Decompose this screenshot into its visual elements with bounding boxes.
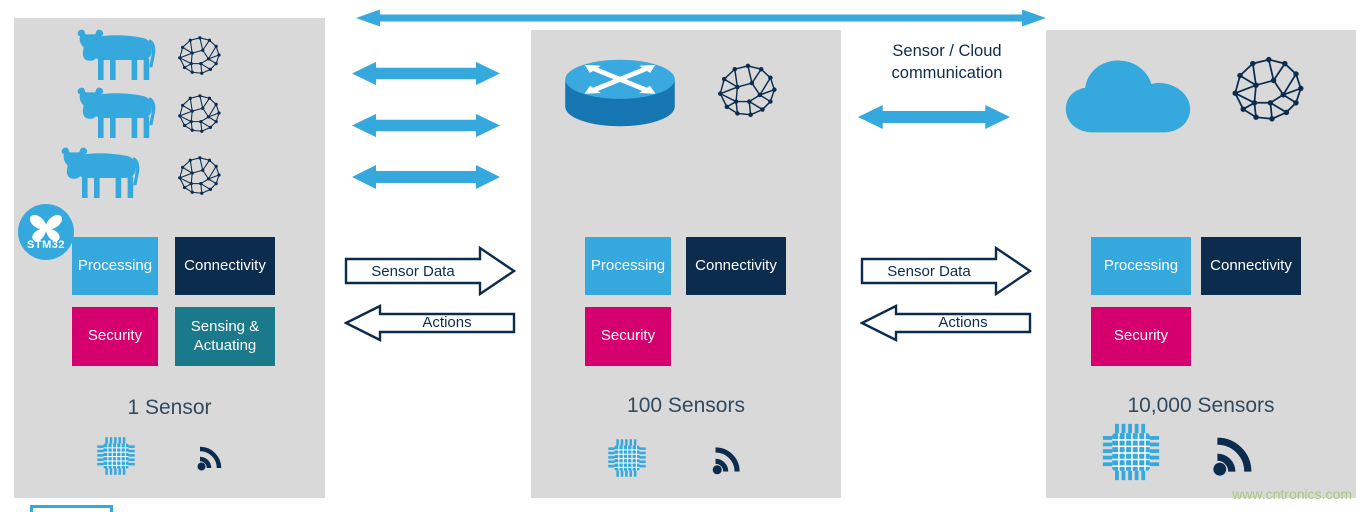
bidirectional-arrow-icon [352, 162, 500, 192]
cloud-panel: Processing Connectivity Security 10,000 … [1046, 30, 1356, 498]
bidirectional-arrow-icon [352, 111, 500, 140]
cow-icon [58, 146, 146, 202]
cow-icon [74, 28, 162, 84]
connectivity-box: Connectivity [686, 237, 786, 295]
stm32-butterfly-logo: STM32 [18, 204, 74, 260]
security-box: Security [1091, 307, 1191, 366]
processing-box: Processing [72, 237, 158, 295]
device-cloud-bidirectional-arrow-icon [356, 8, 1046, 28]
sensor-data-label: Sensor Data [887, 263, 971, 280]
bidirectional-arrow-icon [352, 59, 500, 88]
microchip-icon [96, 436, 136, 476]
connectivity-box: Connectivity [175, 237, 275, 295]
neural-network-brain-icon [711, 60, 777, 122]
gateway-router-icon [561, 50, 679, 138]
device-panel: STM32 Processing Connectivity Security S… [14, 18, 325, 498]
neural-network-brain-icon [172, 154, 222, 198]
processing-box: Processing [585, 237, 671, 295]
gateway-caption: 100 Sensors [627, 394, 745, 417]
wireless-signal-icon [1211, 430, 1259, 478]
bidirectional-arrow-icon [858, 102, 1010, 132]
security-box: Security [585, 307, 671, 366]
connectivity-box: Connectivity [1201, 237, 1301, 295]
wireless-signal-icon [711, 442, 745, 476]
security-box: Security [72, 307, 158, 366]
neural-network-brain-icon [1224, 52, 1304, 128]
cow-icon [74, 86, 162, 142]
device-caption: 1 Sensor [127, 396, 212, 419]
watermark-text: www.cntronics.com [1232, 486, 1352, 502]
sensing-actuating-box: Sensing & Actuating [175, 307, 275, 366]
microchip-icon [607, 438, 647, 478]
actions-label: Actions [422, 314, 472, 331]
neural-network-brain-icon [172, 34, 222, 78]
neural-network-brain-icon [172, 92, 222, 136]
microchip-icon [1101, 422, 1161, 482]
sensor-cloud-communication-heading: Sensor / Cloud communication [891, 42, 1003, 83]
legend-box-partial [30, 505, 113, 512]
cloud-icon [1060, 54, 1196, 138]
sensor-data-label: Sensor Data [371, 263, 455, 280]
stm32-logo-label: STM32 [27, 239, 65, 251]
cloud-caption: 10,000 Sensors [1127, 394, 1275, 417]
actions-label: Actions [938, 314, 988, 331]
wireless-signal-icon [196, 442, 226, 472]
gateway-panel: Processing Connectivity Security 100 Sen… [531, 30, 841, 498]
processing-box: Processing [1091, 237, 1191, 295]
